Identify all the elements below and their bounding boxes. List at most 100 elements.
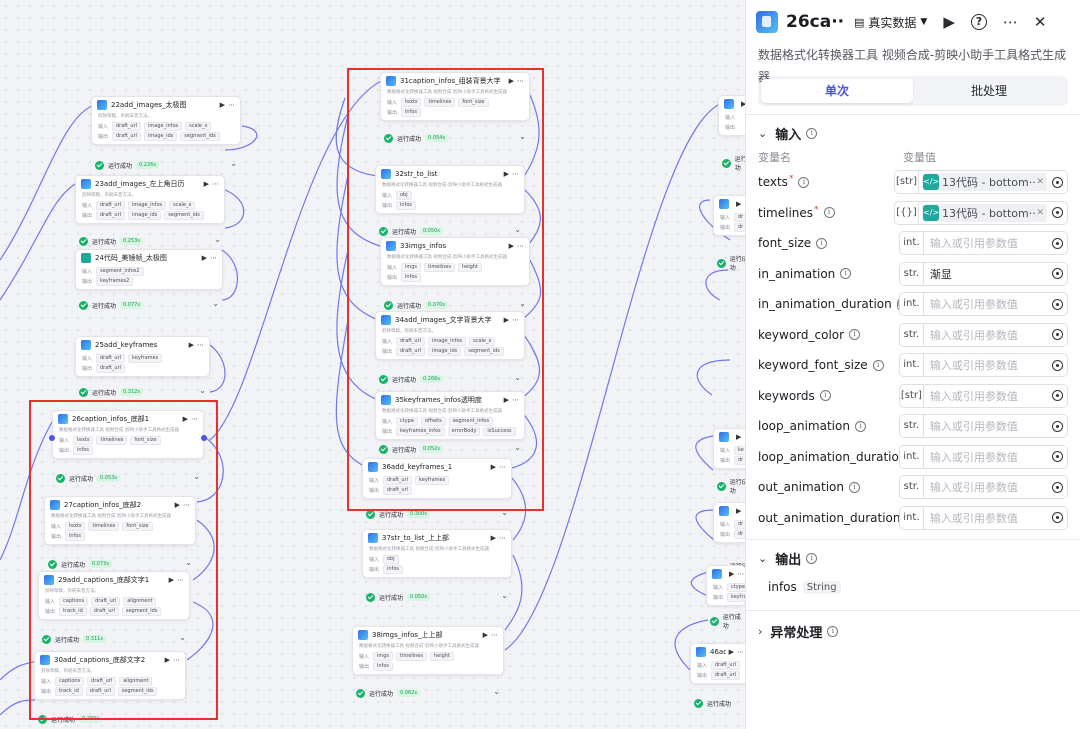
param-value-field[interactable]: int.输入或引用参数值 (898, 353, 1068, 378)
chevron-down-icon[interactable]: ⌄ (212, 299, 219, 308)
chevron-down-icon[interactable]: ⌄ (519, 132, 526, 141)
more-icon[interactable]: ⋯ (744, 200, 745, 208)
node-run-status[interactable]: 运行成功 (718, 155, 745, 172)
run-node-icon[interactable]: ▶ (503, 396, 509, 404)
run-node-icon[interactable]: ▶ (490, 534, 496, 542)
chevron-down-icon[interactable]: ⌄ (193, 472, 200, 481)
help-icon[interactable]: ? (970, 14, 987, 30)
chevron-down-icon[interactable]: ⌄ (199, 386, 206, 395)
chevron-down-icon[interactable]: ⌄ (519, 299, 526, 308)
run-node-icon[interactable]: ▶ (728, 648, 734, 656)
run-icon[interactable]: ▶ (943, 13, 955, 31)
run-node-icon[interactable]: ▶ (168, 576, 174, 584)
more-icon[interactable]: ⋯ (512, 316, 519, 324)
run-node-icon[interactable]: ▶ (490, 463, 496, 471)
run-node-icon[interactable]: ▶ (182, 415, 188, 423)
param-value[interactable]: 渐显 (929, 267, 952, 281)
chevron-down-icon[interactable]: ⌄ (230, 159, 237, 168)
param-value-field[interactable]: [str]</>13代码 - bottom···✕ (894, 170, 1068, 195)
param-value-field[interactable]: [{}]</>13代码 - bottom···✕ (894, 200, 1068, 225)
run-node-icon[interactable]: ▶ (503, 316, 509, 324)
more-icon[interactable]: ⋯ (173, 656, 180, 664)
param-value-field[interactable]: str.输入或引用参数值 (898, 322, 1068, 347)
remove-icon[interactable]: ✕ (1036, 177, 1044, 188)
chevron-down-icon[interactable]: ⌄ (514, 373, 521, 382)
reference-chip[interactable]: </>13代码 - bottom···✕ (922, 173, 1047, 192)
data-mode-dropdown[interactable]: ▤ 真实数据 ▼ (854, 14, 927, 31)
more-icon[interactable]: ⋯ (744, 433, 745, 441)
reference-chip[interactable]: </>13代码 - bottom···✕ (922, 203, 1047, 222)
chevron-down-icon[interactable]: ⌄ (179, 633, 186, 642)
run-node-icon[interactable]: ▶ (508, 77, 514, 85)
workflow-node[interactable]: 31caption_infos_组装背景大字▶⋯数据格式化转换器工具 视频合成-… (380, 72, 530, 121)
reference-target-icon[interactable] (1047, 390, 1067, 402)
chevron-down-icon[interactable]: ⌄ (514, 443, 521, 452)
chevron-down-icon[interactable]: ⌄ (501, 591, 508, 600)
reference-target-icon[interactable] (1047, 451, 1067, 463)
reference-target-icon[interactable] (1047, 359, 1067, 371)
run-node-icon[interactable]: ▶ (736, 433, 742, 441)
more-icon[interactable]: ⋯ (512, 170, 519, 178)
reference-target-icon[interactable] (1047, 207, 1067, 219)
chevron-down-icon[interactable]: ⌄ (175, 713, 182, 722)
tab-batch[interactable]: 批处理 (970, 84, 1007, 98)
reference-target-icon[interactable] (1047, 176, 1067, 188)
error-section-header[interactable]: › 异常处理 i (746, 617, 1080, 645)
run-node-icon[interactable]: ▶ (729, 570, 735, 578)
param-value-field[interactable]: str.输入或引用参数值 (898, 475, 1068, 500)
input-port[interactable] (49, 435, 55, 441)
workflow-node[interactable]: 45keyf▶⋯输入ctype输出keyfra (706, 565, 745, 606)
param-input-placeholder[interactable]: 输入或引用参数值 (929, 237, 1018, 251)
more-icon[interactable]: ⋯ (210, 254, 217, 262)
run-node-icon[interactable]: ▶ (741, 100, 745, 108)
reference-target-icon[interactable] (1047, 329, 1067, 341)
reference-target-icon[interactable] (1047, 298, 1067, 310)
more-icon[interactable]: ⋯ (737, 648, 744, 656)
run-node-icon[interactable]: ▶ (188, 341, 194, 349)
remove-icon[interactable]: ✕ (1036, 207, 1044, 218)
reference-target-icon[interactable] (1047, 512, 1067, 524)
chevron-down-icon[interactable]: ⌄ (514, 225, 521, 234)
output-port[interactable] (201, 435, 207, 441)
more-icon[interactable]: ⋯ (1002, 13, 1018, 31)
run-node-icon[interactable]: ▶ (503, 170, 509, 178)
param-input-placeholder[interactable]: 输入或引用参数值 (929, 328, 1018, 342)
workflow-node[interactable]: 27caption_infos_底部2▶⋯数据格式化转换器工具 视频合成-剪映小… (44, 496, 196, 545)
reference-target-icon[interactable] (1047, 420, 1067, 432)
chevron-down-icon[interactable]: ⌄ (501, 508, 508, 517)
param-input-placeholder[interactable]: 输入或引用参数值 (929, 389, 1018, 403)
tab-single[interactable]: 单次 (761, 79, 913, 103)
run-node-icon[interactable]: ▶ (508, 242, 514, 250)
node-run-status[interactable]: 运行成功 (706, 613, 745, 630)
input-section-header[interactable]: ⌄ 输入 i (746, 119, 1080, 147)
param-input-placeholder[interactable]: 输入或引用参数值 (929, 359, 1018, 373)
more-icon[interactable]: ⋯ (197, 341, 204, 349)
workflow-node[interactable]: 33imgs_infos▶⋯数据格式化转换器工具 视频合成-剪映小助手工具格式生… (380, 237, 530, 286)
workflow-node[interactable]: 37str_to_list_上上部▶⋯数据格式化转换器工具 视频合成-剪映小助手… (362, 529, 512, 578)
param-input-placeholder[interactable]: 输入或引用参数值 (929, 511, 1018, 525)
param-value-field[interactable]: [str]输入或引用参数值 (898, 383, 1068, 408)
param-input-placeholder[interactable]: 输入或引用参数值 (929, 481, 1018, 495)
param-input-placeholder[interactable]: 输入或引用参数值 (929, 298, 1018, 312)
reference-target-icon[interactable] (1047, 481, 1067, 493)
run-node-icon[interactable]: ▶ (203, 180, 209, 188)
param-input-placeholder[interactable]: 输入或引用参数值 (929, 420, 1018, 434)
reference-target-icon[interactable] (1047, 268, 1067, 280)
more-icon[interactable]: ⋯ (512, 396, 519, 404)
param-value-field[interactable]: str.渐显 (898, 261, 1068, 286)
chevron-down-icon[interactable]: ⌄ (185, 558, 192, 567)
